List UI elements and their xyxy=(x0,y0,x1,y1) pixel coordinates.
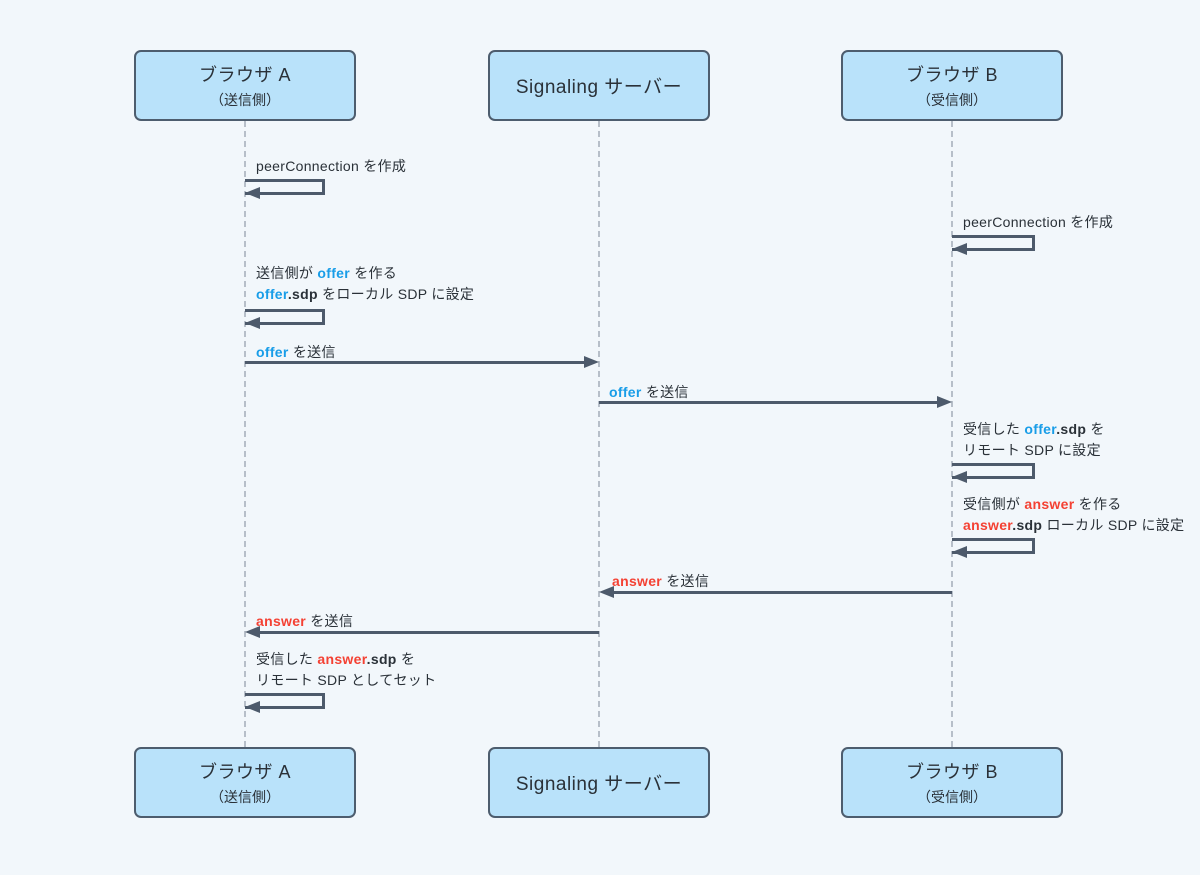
actor-title-signaling: Signaling サーバー xyxy=(515,77,683,98)
arrowhead-send-offer-server-to-b xyxy=(937,396,952,408)
message-line: 受信した answer.sdp を xyxy=(256,651,416,667)
keyword-answer: answer xyxy=(256,613,307,629)
actor-title-browser-b: ブラウザ B xyxy=(905,762,998,782)
arrow-send-answer-b-to-server xyxy=(614,591,952,594)
actor-subtitle-browser-a: （送信側） xyxy=(210,789,280,805)
message-line: offer.sdp をローカル SDP に設定 xyxy=(256,286,475,302)
actor-box-signaling-bottom: Signaling サーバー xyxy=(488,747,710,818)
self-arrow-a-set-remote-sdp xyxy=(245,693,325,709)
arrowhead-a-set-remote-sdp xyxy=(245,701,260,713)
message-line: 受信側が answer を作る xyxy=(963,496,1122,512)
message-label-send-offer-server-to-b: offer を送信 xyxy=(609,384,689,400)
keyword-answer: answer xyxy=(317,651,367,667)
actor-title-browser-a: ブラウザ A xyxy=(198,65,291,85)
actor-box-browser-a-bottom: ブラウザ A （送信側） xyxy=(134,747,356,818)
arrowhead-b-make-answer xyxy=(952,546,967,558)
arrow-send-offer-server-to-b xyxy=(599,401,937,404)
lifeline-signaling-server xyxy=(598,121,600,747)
self-arrow-b-make-answer xyxy=(952,538,1035,554)
actor-title-browser-b: ブラウザ B xyxy=(905,65,998,85)
message-label-b-set-remote-sdp: 受信した offer.sdp を リモート SDP に設定 xyxy=(963,419,1105,461)
message-label-a-create-peerconnection: peerConnection を作成 xyxy=(256,158,407,174)
message-line: 受信した offer.sdp を xyxy=(963,421,1105,437)
arrowhead-a-create-peerconnection xyxy=(245,187,260,199)
arrowhead-b-create-peerconnection xyxy=(952,243,967,255)
actor-box-browser-a-top: ブラウザ A （送信側） xyxy=(134,50,356,121)
actor-title-signaling: Signaling サーバー xyxy=(515,774,683,795)
actor-box-signaling-top: Signaling サーバー xyxy=(488,50,710,121)
message-label-send-answer-server-to-a: answer を送信 xyxy=(256,613,354,629)
message-line: リモート SDP に設定 xyxy=(963,442,1101,458)
arrow-send-answer-server-to-a xyxy=(260,631,599,634)
keyword-offer: offer xyxy=(609,384,642,400)
self-arrow-a-make-offer xyxy=(245,309,325,325)
message-label-b-make-answer: 受信側が answer を作る answer.sdp ローカル SDP に設定 xyxy=(963,494,1184,536)
arrowhead-a-make-offer xyxy=(245,317,260,329)
lifeline-browser-a xyxy=(244,121,246,747)
keyword-answer: answer xyxy=(963,517,1013,533)
actor-title-browser-a: ブラウザ A xyxy=(198,762,291,782)
arrowhead-send-answer-b-to-server xyxy=(599,586,614,598)
arrowhead-send-offer-a-to-server xyxy=(584,356,599,368)
message-label-a-set-remote-sdp: 受信した answer.sdp を リモート SDP としてセット xyxy=(256,649,436,691)
message-line: リモート SDP としてセット xyxy=(256,672,437,688)
actor-box-browser-b-bottom: ブラウザ B （受信側） xyxy=(841,747,1063,818)
message-line: 送信側が offer を作る xyxy=(256,265,398,281)
arrowhead-b-set-remote-sdp xyxy=(952,471,967,483)
message-label-send-answer-b-to-server: answer を送信 xyxy=(612,573,710,589)
actor-subtitle-browser-b: （受信側） xyxy=(917,789,987,805)
actor-subtitle-browser-a: （送信側） xyxy=(210,92,280,108)
message-label-a-make-offer: 送信側が offer を作る offer.sdp をローカル SDP に設定 xyxy=(256,263,474,305)
actor-box-browser-b-top: ブラウザ B （受信側） xyxy=(841,50,1063,121)
arrow-send-offer-a-to-server xyxy=(245,361,586,364)
keyword-answer: answer xyxy=(1024,496,1075,512)
message-label-b-create-peerconnection: peerConnection を作成 xyxy=(963,214,1114,230)
lifeline-browser-b xyxy=(951,121,953,747)
keyword-answer: answer xyxy=(612,573,663,589)
self-arrow-b-set-remote-sdp xyxy=(952,463,1035,479)
self-arrow-a-create-peerconnection xyxy=(245,179,325,195)
keyword-offer: offer xyxy=(256,286,288,302)
self-arrow-b-create-peerconnection xyxy=(952,235,1035,251)
arrowhead-send-answer-server-to-a xyxy=(245,626,260,638)
message-line: answer.sdp ローカル SDP に設定 xyxy=(963,517,1185,533)
keyword-offer: offer xyxy=(1024,421,1057,437)
keyword-offer: offer xyxy=(317,265,351,281)
message-label-send-offer-a-to-server: offer を送信 xyxy=(256,344,336,360)
keyword-offer: offer xyxy=(256,344,289,360)
actor-subtitle-browser-b: （受信側） xyxy=(917,92,987,108)
